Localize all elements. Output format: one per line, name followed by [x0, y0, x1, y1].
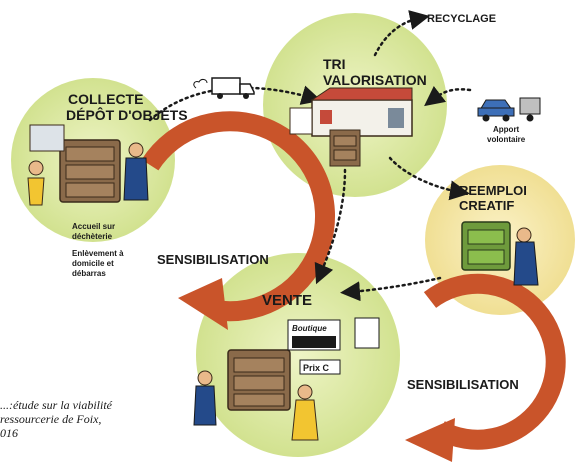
apport-label-line2: volontaire: [487, 135, 526, 144]
reemploi-title-line1: REEMPLOI: [459, 183, 527, 198]
sensibilisation-arrow-left: [141, 111, 335, 330]
arrow-tri-to-reemploi: [388, 156, 470, 201]
collecte-title-line1: COLLECTE: [68, 91, 143, 107]
sensibilisation-arrow-right: [405, 273, 566, 462]
arrow-tri-to-vente: [314, 168, 347, 285]
prix-sign: Prix C: [303, 363, 330, 373]
vente-title: VENTE: [262, 292, 312, 309]
caption-line3: 016: [0, 426, 18, 440]
accueil-label-line2: déchèterie: [72, 232, 113, 241]
reemploi-furniture: [461, 221, 539, 286]
boutique-sign: Boutique: [292, 324, 327, 333]
enlevement-label-line1: Enlèvement à: [72, 249, 124, 258]
collecte-title-line2: DÉPÔT D'OBJETS: [66, 106, 188, 123]
arrow-apport-to-tri: [424, 85, 472, 107]
reemploi-title-line2: CREATIF: [459, 198, 514, 213]
sensibilisation-label-right: SENSIBILISATION: [407, 377, 519, 392]
arrow-tri-to-recyclage: [373, 10, 430, 57]
sensibilisation-label-left: SENSIBILISATION: [157, 252, 269, 267]
vente-scene: [193, 317, 380, 441]
arrow-reemploi-to-vente: [340, 276, 442, 302]
collecte-people: [27, 142, 149, 206]
source-caption: ...:étude sur la viabilité ressourcerie …: [0, 398, 150, 440]
caption-line1: ...:étude sur la viabilité: [0, 398, 112, 412]
accueil-label-line1: Accueil sur: [72, 222, 115, 231]
car-with-trailer-icon: [477, 97, 541, 122]
enlevement-label-line3: débarras: [72, 269, 106, 278]
tri-title-line2: VALORISATION: [323, 72, 427, 88]
collecte-furniture: [29, 124, 121, 203]
recyclage-label: RECYCLAGE: [427, 13, 496, 25]
apport-label-line1: Apport: [493, 125, 520, 134]
caption-line2: ressourcerie de Foix,: [0, 412, 102, 426]
enlevement-label-line2: domicile et: [72, 259, 114, 268]
truck-icon: [193, 77, 255, 99]
tri-building: [289, 87, 413, 167]
tri-title-line1: TRI: [323, 56, 346, 72]
